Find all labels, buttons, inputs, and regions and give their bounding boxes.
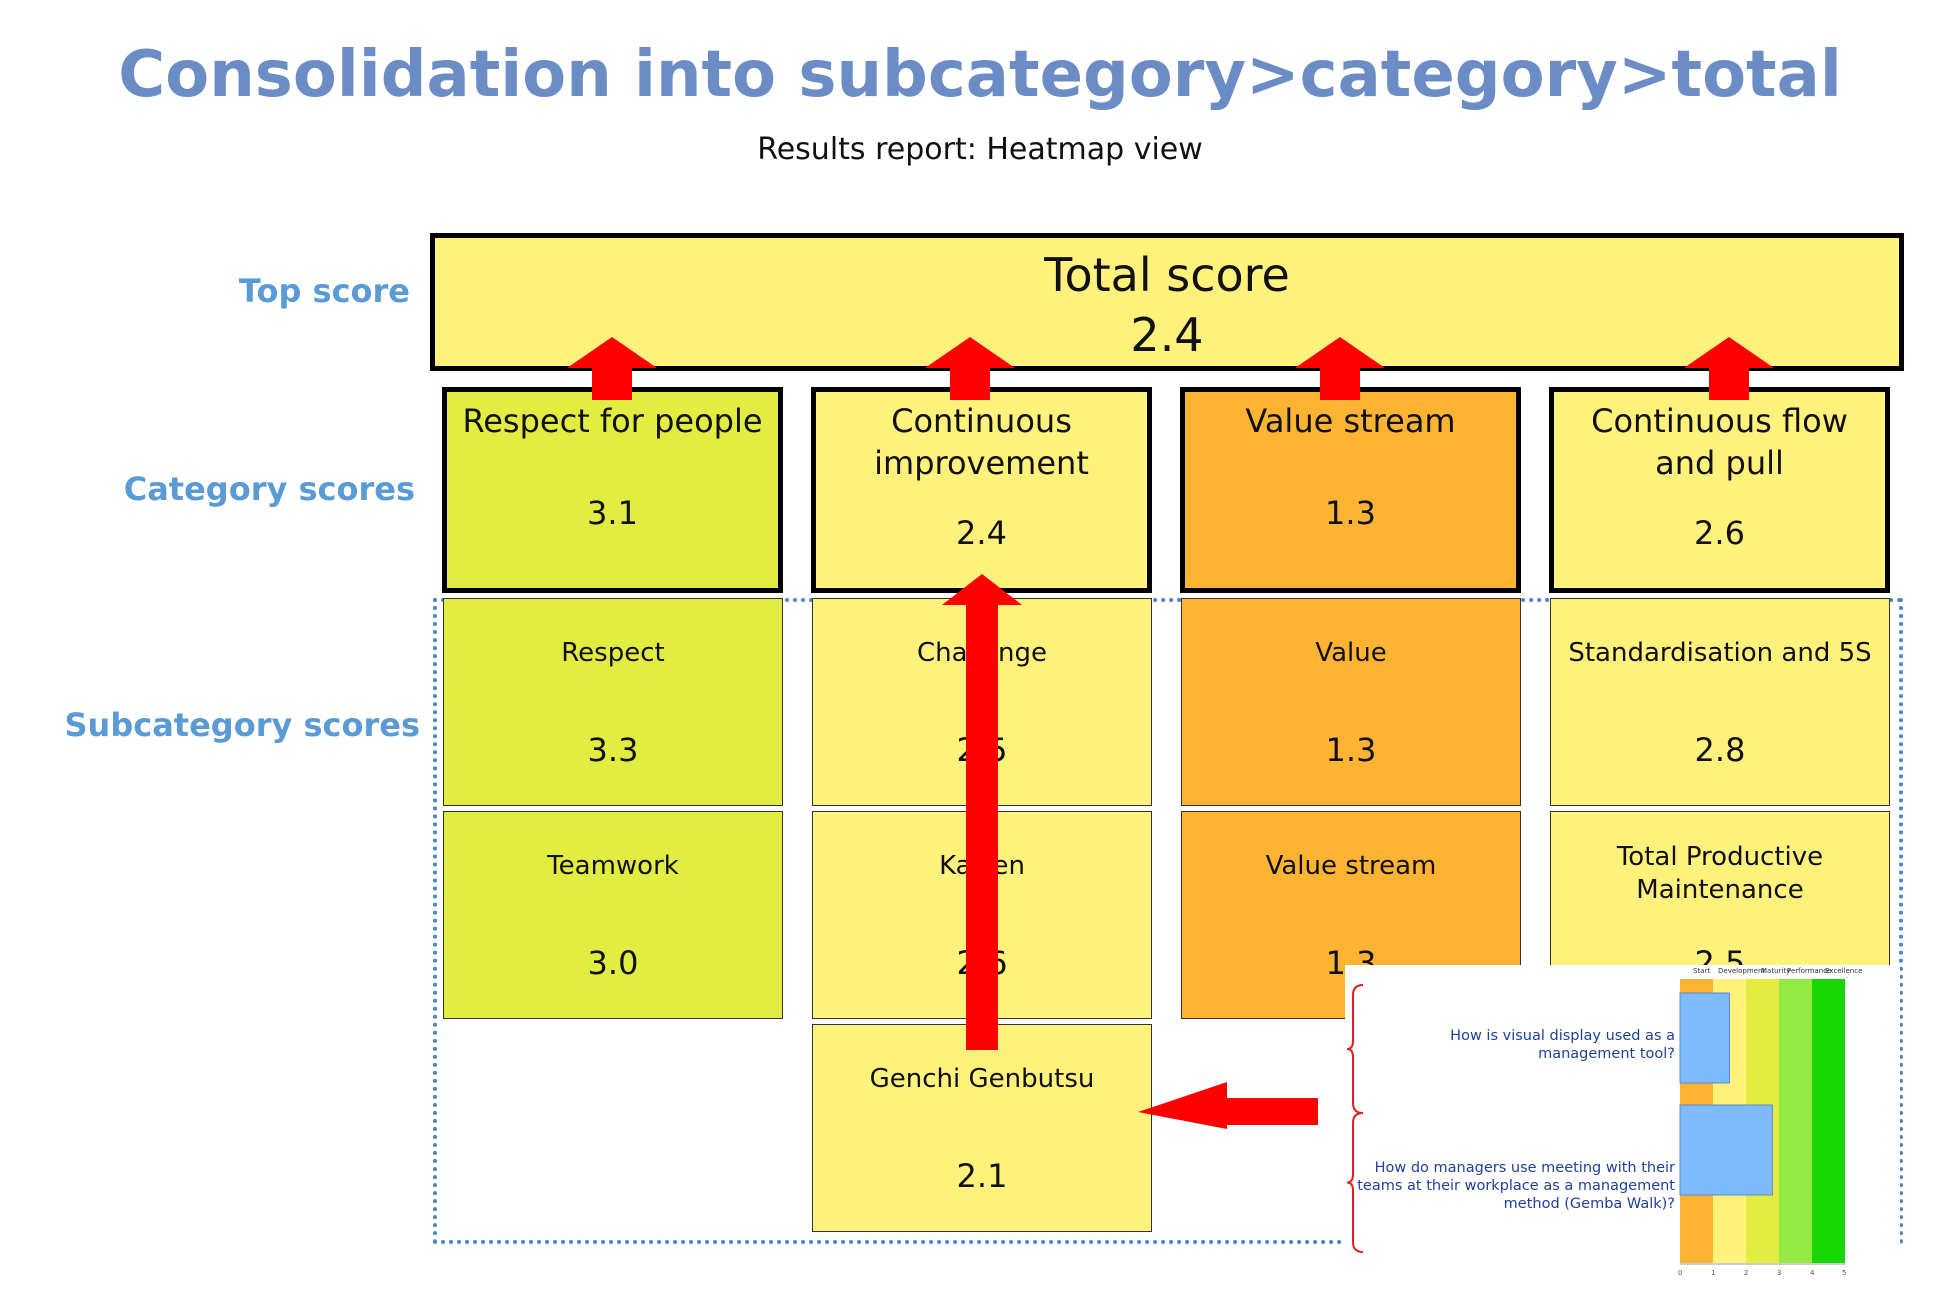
category-value: 3.1 — [587, 494, 638, 532]
inset-axis-tick: 1 — [1711, 1269, 1716, 1277]
arrow-left-inset-to-genchi-genbutsu-body — [1226, 1098, 1318, 1125]
category-value: 2.4 — [956, 514, 1007, 552]
subcategory-value: 3.3 — [587, 731, 639, 769]
row-label-category: Category scores — [123, 470, 415, 508]
total-score-label: Total score — [1044, 248, 1290, 302]
inset-level-band — [1812, 979, 1845, 1263]
inset-question-bracket — [1346, 1112, 1364, 1253]
arrow-up-continuous-improvement — [925, 337, 1015, 400]
page-title: Consolidation into subcategory>category>… — [118, 38, 1842, 112]
inset-question-bar — [1679, 992, 1730, 1084]
subcategory-label: Total Productive Maintenance — [1616, 842, 1824, 905]
inset-question-2: How do managers use meeting with their t… — [1357, 1160, 1675, 1212]
category-value: 1.3 — [1325, 494, 1376, 532]
subcategory-label: Value stream — [1265, 851, 1437, 881]
category-label: Continuous flow and pull — [1591, 402, 1848, 482]
inset-axis-tick: 4 — [1810, 1269, 1815, 1277]
category-value: 2.6 — [1694, 514, 1745, 552]
arrow-up-respect-for-people — [567, 337, 657, 400]
subcategory-value: 2.1 — [956, 1157, 1008, 1195]
subcategory-value: 3.0 — [587, 944, 639, 982]
subcategory-box-genchi-genbutsu: Genchi Genbutsu 2.1 — [812, 1024, 1152, 1232]
subcategory-box-teamwork: Teamwork 3.0 — [443, 811, 783, 1019]
inset-level-label: Maturity — [1761, 967, 1791, 975]
subcategory-label: Standardisation and 5S — [1568, 638, 1872, 668]
arrow-up-continuous-flow-and-pull — [1684, 337, 1774, 400]
page-subtitle: Results report: Heatmap view — [757, 132, 1203, 167]
inset-level-label: Performance — [1787, 967, 1832, 975]
subcategory-box-standardisation-and-5s: Standardisation and 5S 2.8 — [1550, 598, 1890, 806]
inset-axis-tick: 2 — [1744, 1269, 1749, 1277]
row-label-subcategory: Subcategory scores — [64, 706, 421, 744]
inset-level-label: Development — [1718, 967, 1766, 975]
inset-axis-tick: 5 — [1842, 1269, 1847, 1277]
arrow-up-genchi-genbutsu-to-category — [942, 574, 1022, 1050]
subcategory-box-respect: Respect 3.3 — [443, 598, 783, 806]
total-score-value: 2.4 — [1130, 308, 1204, 362]
subcategory-label: Genchi Genbutsu — [869, 1064, 1095, 1094]
inset-question-bar — [1679, 1104, 1773, 1196]
inset-level-label: Start — [1693, 967, 1711, 975]
subcategory-label: Value — [1315, 638, 1387, 668]
inset-level-band — [1779, 979, 1812, 1263]
subcategory-box-value: Value 1.3 — [1181, 598, 1521, 806]
category-label: Value stream — [1245, 402, 1456, 440]
inset-axis-tick: 0 — [1678, 1269, 1683, 1277]
subcategory-label: Respect — [561, 638, 665, 668]
arrow-up-value-stream — [1295, 337, 1385, 400]
subcategory-value: 1.3 — [1325, 731, 1377, 769]
row-label-top: Top score — [238, 272, 410, 310]
question-detail-inset: How is visual display used as a manageme… — [1345, 965, 1900, 1281]
category-label: Respect for people — [462, 402, 763, 440]
subcategory-group-outline — [433, 598, 1903, 1244]
inset-level-label: Excellence — [1825, 967, 1863, 975]
category-label: Continuous improvement — [874, 402, 1089, 482]
category-box-respect-for-people: Respect for people 3.1 — [442, 387, 783, 593]
total-score-box: Total score 2.4 — [430, 233, 1904, 371]
inset-question-bracket — [1346, 984, 1364, 1114]
subcategory-value: 2.8 — [1694, 731, 1746, 769]
arrow-left-inset-to-genchi-genbutsu — [1138, 1082, 1318, 1129]
inset-axis-tick: 3 — [1777, 1269, 1782, 1277]
inset-question-1: How is visual display used as a manageme… — [1450, 1028, 1675, 1062]
question-detail-chart — [1346, 979, 1845, 1265]
subcategory-label: Teamwork — [547, 851, 679, 881]
category-box-continuous-flow-and-pull: Continuous flow and pull 2.6 — [1549, 387, 1890, 593]
